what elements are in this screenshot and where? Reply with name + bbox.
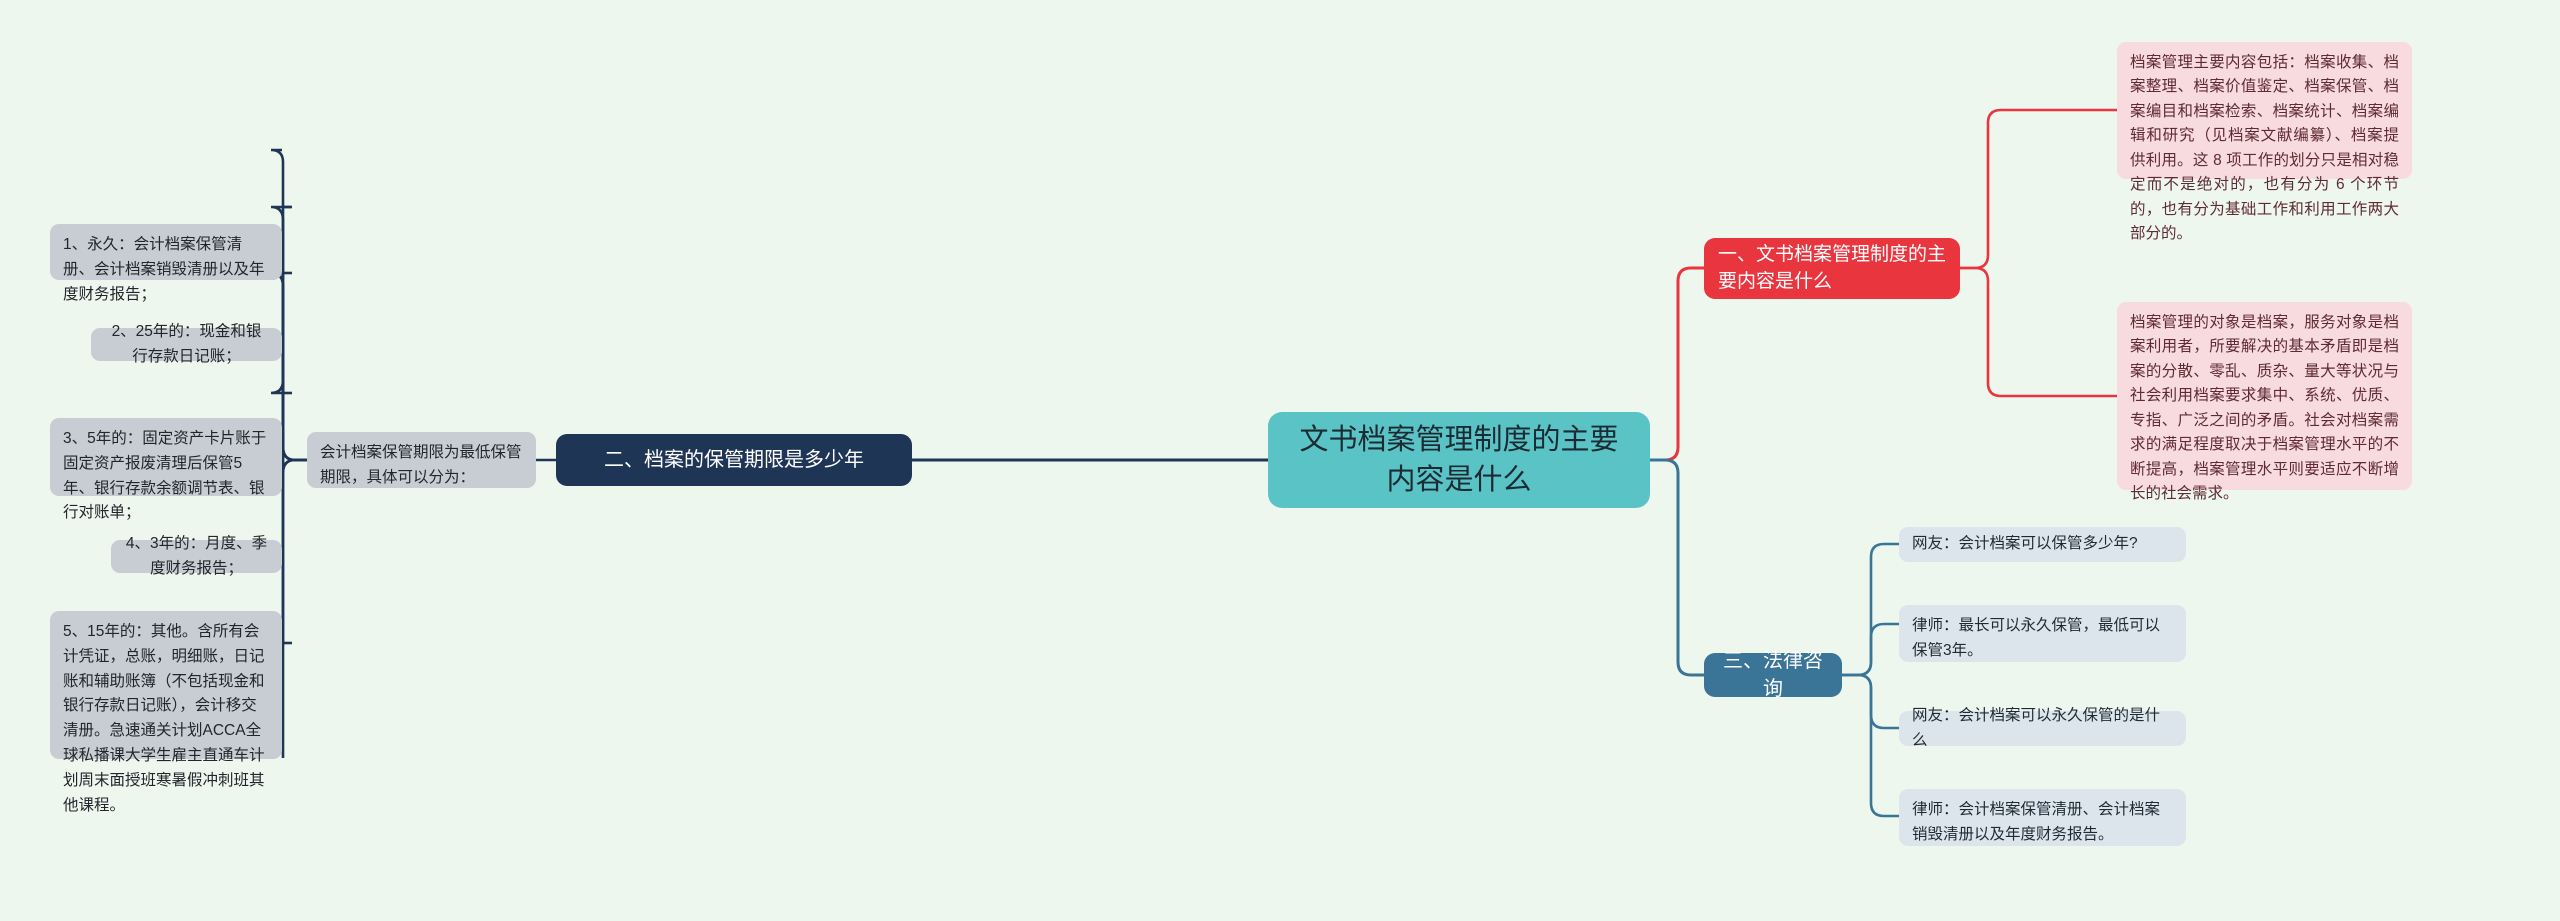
branch3-leaf-1[interactable]: 网友：会计档案可以保管多少年? <box>1899 527 2186 562</box>
branch2-leaf-5[interactable]: 5、15年的：其他。含所有会计凭证，总账，明细账，日记账和辅助账簿（不包括现金和… <box>50 611 282 814</box>
branch2-leaf-3-label: 3、5年的：固定资产卡片账于固定资产报废清理后保管5年、银行存款余额调节表、银行… <box>63 430 267 522</box>
root-node-label: 文书档案管理制度的主要内容是什么 <box>1299 423 1619 496</box>
branch3-leaf-3-label: 网友：会计档案可以永久保管的是什么 <box>1912 706 2161 749</box>
branch3-node-label: 三、法律咨询 <box>1723 650 1823 700</box>
branch3-leaf-4-label: 律师：会计档案保管清册、会计档案销毁清册以及年度财务报告。 <box>1912 801 2161 843</box>
branch3-leaf-4[interactable]: 律师：会计档案保管清册、会计档案销毁清册以及年度财务报告。 <box>1899 789 2186 846</box>
link-branch3-to-leaf4 <box>1842 673 1899 818</box>
branch3-node[interactable]: 三、法律咨询 <box>1704 650 1842 700</box>
link-branch1-to-leaf2 <box>1960 266 2117 398</box>
link-branch3-to-leaf2 <box>1842 622 1899 677</box>
branch3-leaf-3[interactable]: 网友：会计档案可以永久保管的是什么 <box>1899 707 2186 749</box>
branch2-leaf-2-label: 2、25年的：现金和银行存款日记账； <box>111 322 262 365</box>
root-node[interactable]: 文书档案管理制度的主要内容是什么 <box>1268 412 1650 508</box>
branch1-leaf-1-label: 档案管理主要内容包括：档案收集、档案整理、档案价值鉴定、档案保管、档案编目和档案… <box>2130 54 2399 243</box>
branch3-leaf-2[interactable]: 律师：最长可以永久保管，最低可以保管3年。 <box>1899 605 2186 662</box>
branch3-leaf-2-label: 律师：最长可以永久保管，最低可以保管3年。 <box>1912 617 2161 659</box>
branch2-leaf-4-label: 4、3年的：月度、季度财务报告； <box>125 534 268 577</box>
branch1-leaf-2[interactable]: 档案管理的对象是档案，服务对象是档案利用者，所要解决的基本矛盾即是档案的分散、零… <box>2117 302 2412 502</box>
branch2-node-label: 二、档案的保管期限是多少年 <box>604 449 864 471</box>
link-root-to-branch1 <box>1650 266 1704 462</box>
branch2-node[interactable]: 二、档案的保管期限是多少年 <box>556 434 912 486</box>
branch3-leaf-1-label: 网友：会计档案可以保管多少年? <box>1912 535 2138 553</box>
branch1-leaf-2-label: 档案管理的对象是档案，服务对象是档案利用者，所要解决的基本矛盾即是档案的分散、零… <box>2130 314 2399 503</box>
branch2-leaf-1[interactable]: 1、永久：会计档案保管清册、会计档案销毁清册以及年度财务报告； <box>50 224 282 303</box>
link-left-leaf-a <box>270 148 285 163</box>
branch2-leaf-4[interactable]: 4、3年的：月度、季度财务报告； <box>111 535 282 577</box>
branch2-leaf-2[interactable]: 2、25年的：现金和银行存款日记账； <box>91 323 282 365</box>
branch1-node-label: 一、文书档案管理制度的主要内容是什么 <box>1718 243 1947 292</box>
branch2-leaf-1-label: 1、永久：会计档案保管清册、会计档案销毁清册以及年度财务报告； <box>63 236 265 303</box>
branch1-leaf-1[interactable]: 档案管理主要内容包括：档案收集、档案整理、档案价值鉴定、档案保管、档案编目和档案… <box>2117 42 2412 242</box>
branch2-leaf-5-label: 5、15年的：其他。含所有会计凭证，总账，明细账，日记账和辅助账簿（不包括现金和… <box>63 623 265 814</box>
link-root-to-branch3 <box>1650 458 1704 677</box>
branch2-leaf-3[interactable]: 3、5年的：固定资产卡片账于固定资产报废清理后保管5年、银行存款余额调节表、银行… <box>50 418 282 521</box>
branch2-intro[interactable]: 会计档案保管期限为最低保管期限，具体可以分为： <box>307 432 536 488</box>
branch1-node[interactable]: 一、文书档案管理制度的主要内容是什么 <box>1704 238 1960 299</box>
link-branch3-to-leaf3 <box>1842 673 1899 730</box>
branch2-intro-label: 会计档案保管期限为最低保管期限，具体可以分为： <box>320 444 522 486</box>
link-branch3-to-leaf1 <box>1842 542 1899 677</box>
link-branch1-to-leaf1 <box>1960 108 2117 270</box>
